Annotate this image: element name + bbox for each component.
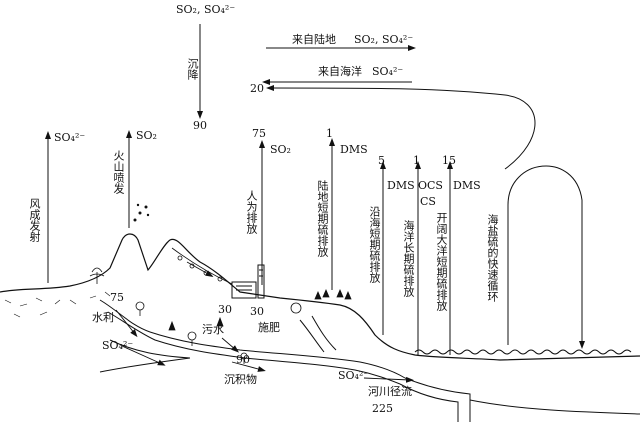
volcano-species: SO₂ bbox=[136, 129, 157, 142]
from-ocean-label: 来自海洋 bbox=[318, 65, 362, 78]
sea-salt-label: 海盐硫的快速循环 bbox=[486, 214, 499, 302]
runoff-species: SO₄²⁻ bbox=[338, 369, 370, 382]
trees bbox=[89, 267, 352, 364]
runoff-label: 河川径流 bbox=[368, 385, 412, 398]
fertilizer-value: 30 bbox=[250, 305, 264, 318]
open-ocean-dms: DMS bbox=[453, 179, 481, 192]
sediment-label: 沉积物 bbox=[224, 373, 257, 386]
open-ocean-value: 15 bbox=[442, 154, 456, 167]
top-species-label: SO₂, SO₄²⁻ bbox=[176, 3, 236, 16]
volcano-plume bbox=[133, 203, 150, 222]
human-emission-label: 人为排放 bbox=[245, 190, 258, 234]
wind-species: SO₄²⁻ bbox=[54, 131, 86, 144]
ocean-surface bbox=[414, 349, 632, 355]
sediment-arrow bbox=[231, 361, 266, 372]
open-ocean-label: 开阔大洋短期硫排放 bbox=[435, 212, 448, 311]
from-ocean-species: SO₄²⁻ bbox=[372, 65, 404, 78]
fertilizer-label: 施肥 bbox=[258, 321, 280, 334]
human-value: 75 bbox=[252, 127, 266, 140]
ocean-return-curve bbox=[266, 85, 536, 170]
sewage-value: 30 bbox=[218, 303, 232, 316]
ocean-long-label: 海洋长期硫排放 bbox=[402, 220, 415, 297]
land-short-dms: DMS bbox=[340, 143, 368, 156]
from-land-label: 来自陆地 bbox=[292, 33, 336, 46]
runoff-arrow bbox=[363, 376, 414, 383]
ocean-long-ocs: OCS bbox=[418, 179, 443, 192]
factory bbox=[231, 264, 265, 299]
soil-texture bbox=[4, 291, 111, 318]
deposition-label: 沉降 bbox=[186, 58, 199, 80]
human-species: SO₂ bbox=[270, 143, 291, 156]
land-short-label: 陆地短期硫排放 bbox=[316, 180, 329, 257]
river-so4-arrow bbox=[121, 345, 166, 366]
irrigation-arrow bbox=[115, 309, 138, 338]
from-land-species: SO₂, SO₄²⁻ bbox=[354, 33, 414, 46]
coast-value: 5 bbox=[378, 154, 385, 167]
volcano-label: 火山喷发 bbox=[112, 150, 125, 194]
ocean-return-value: 20 bbox=[250, 82, 264, 95]
seabed bbox=[469, 399, 640, 415]
runoff-value: 225 bbox=[372, 402, 393, 415]
power-line bbox=[171, 247, 233, 285]
deposition-value: 90 bbox=[193, 119, 207, 132]
river-species: SO₄²⁻ bbox=[102, 339, 134, 352]
coast-dms: DMS bbox=[387, 179, 415, 192]
sewage-label: 污水 bbox=[202, 323, 224, 336]
land-surface bbox=[0, 233, 640, 361]
irrigation-label: 水利 bbox=[92, 311, 114, 324]
ocean-long-value: 1 bbox=[413, 154, 420, 167]
sediment-value: 90 bbox=[236, 353, 250, 366]
coast-emission-label: 沿海短期硫排放 bbox=[368, 206, 381, 283]
sewage-arrow bbox=[221, 337, 240, 353]
river-channels bbox=[99, 299, 471, 422]
land-short-value: 1 bbox=[326, 127, 333, 140]
wind-emission-label: 风成发射 bbox=[28, 198, 41, 242]
ocean-long-cs: CS bbox=[420, 195, 436, 208]
irrigation-value: 75 bbox=[110, 291, 124, 304]
sea-salt-loop bbox=[507, 165, 585, 349]
